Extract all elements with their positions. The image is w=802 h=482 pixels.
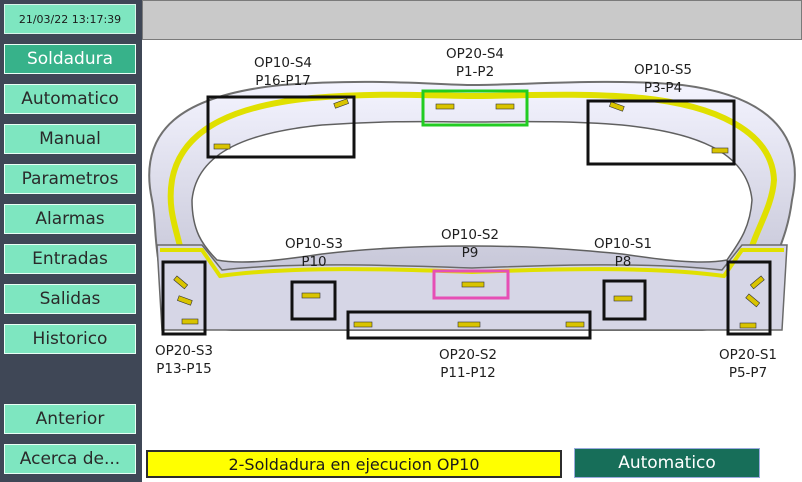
status-bar: 2-Soldadura en ejecucion OP10 Automatico	[142, 442, 802, 482]
nav-anterior-button[interactable]: Anterior	[4, 404, 136, 434]
nav-alarmas-button[interactable]: Alarmas	[4, 204, 136, 234]
weld-point-markers	[173, 98, 765, 329]
station-box-op10-s4	[206, 95, 356, 159]
part-diagram	[148, 80, 796, 340]
nav-historico-button[interactable]: Historico	[4, 324, 136, 354]
station-box-op20-s3	[161, 260, 207, 336]
header-bar	[142, 0, 802, 40]
nav-manual-button[interactable]: Manual	[4, 124, 136, 154]
datetime-display: 21/03/22 13:17:39	[4, 4, 136, 34]
nav-soldadura-button[interactable]: Soldadura	[4, 44, 136, 74]
station-box-op10-s3	[290, 280, 337, 321]
nav-salidas-button[interactable]: Salidas	[4, 284, 136, 314]
station-box-op20-s1	[726, 260, 772, 336]
mode-indicator-button[interactable]: Automatico	[574, 448, 760, 478]
nav-automatico-button[interactable]: Automatico	[4, 84, 136, 114]
status-message: 2-Soldadura en ejecucion OP10	[146, 450, 562, 478]
station-box-op10-s5	[586, 99, 736, 166]
nav-parametros-button[interactable]: Parametros	[4, 164, 136, 194]
sidebar: 21/03/22 13:17:39 Soldadura Automatico M…	[0, 0, 142, 482]
station-box-op10-s2	[432, 269, 510, 300]
nav-entradas-button[interactable]: Entradas	[4, 244, 136, 274]
station-box-op20-s4	[421, 89, 529, 127]
station-box-op20-s2	[346, 310, 592, 340]
part-lower-base	[156, 244, 788, 331]
station-box-op10-s1	[602, 279, 647, 321]
nav-acerca-button[interactable]: Acerca de...	[4, 444, 136, 474]
